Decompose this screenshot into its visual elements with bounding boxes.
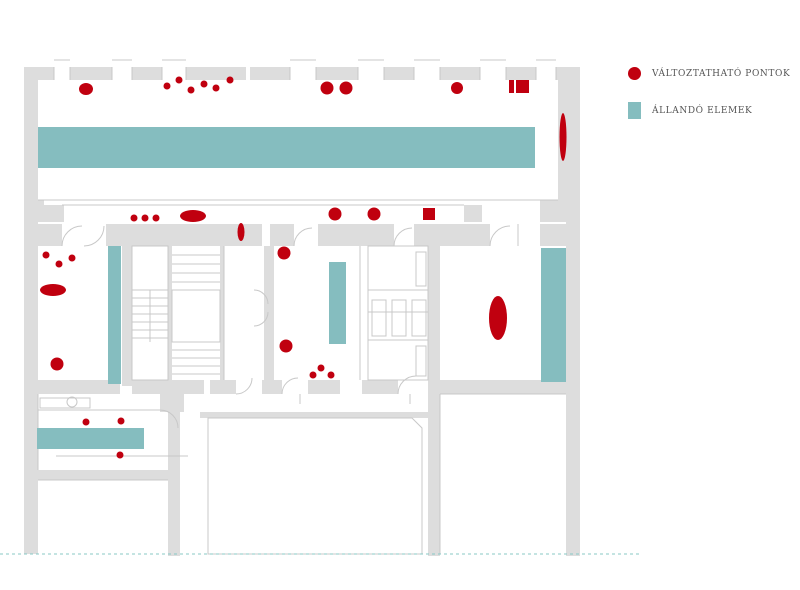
- variable-point: [277, 246, 291, 260]
- fixed-element-swatch: [628, 102, 641, 119]
- variable-point: [141, 214, 149, 222]
- variable-point: [423, 208, 435, 220]
- variable-point: [40, 284, 66, 296]
- legend-label-variable: VÁLTOZTATHATÓ PONTOK: [652, 68, 791, 79]
- variable-point: [328, 207, 342, 221]
- fixed-element: [329, 262, 346, 344]
- variable-point: [82, 418, 90, 426]
- variable-point: [68, 254, 76, 262]
- variable-point: [489, 296, 507, 340]
- variable-point: [116, 451, 124, 459]
- variable-point: [50, 357, 64, 371]
- variable-point-swatch: [628, 67, 641, 80]
- fixed-elements: [37, 127, 566, 449]
- variable-point: [367, 207, 381, 221]
- variable-point: [180, 210, 206, 222]
- variable-point: [516, 80, 529, 93]
- variable-point: [187, 86, 195, 94]
- variable-point: [152, 214, 160, 222]
- variable-point: [237, 223, 245, 241]
- walls: [24, 67, 580, 556]
- fixed-element: [108, 246, 121, 384]
- variable-point: [339, 81, 353, 95]
- fixed-element: [541, 248, 566, 382]
- variable-point: [55, 260, 63, 268]
- legend-label-fixed: ÁLLANDÓ ELEMEK: [652, 105, 753, 116]
- variable-point: [327, 371, 335, 379]
- variable-point: [309, 371, 317, 379]
- variable-point: [559, 113, 567, 161]
- variable-point: [451, 82, 463, 94]
- fixed-element: [37, 428, 144, 449]
- variable-point: [279, 339, 293, 353]
- variable-point: [509, 80, 514, 93]
- variable-point: [226, 76, 234, 84]
- variable-point: [175, 76, 183, 84]
- legend-item-variable: VÁLTOZTATHATÓ PONTOK: [628, 67, 790, 80]
- variable-point: [42, 251, 50, 259]
- legend-item-fixed: ÁLLANDÓ ELEMEK: [628, 102, 752, 119]
- fixed-element: [38, 127, 535, 168]
- variable-point: [163, 82, 171, 90]
- variable-point: [317, 364, 325, 372]
- variable-point: [79, 83, 93, 95]
- detail-lines: [37, 59, 566, 555]
- variable-point: [117, 417, 125, 425]
- variable-point: [200, 80, 208, 88]
- variable-points: [40, 76, 567, 459]
- variable-point: [130, 214, 138, 222]
- variable-point: [320, 81, 334, 95]
- variable-point: [212, 84, 220, 92]
